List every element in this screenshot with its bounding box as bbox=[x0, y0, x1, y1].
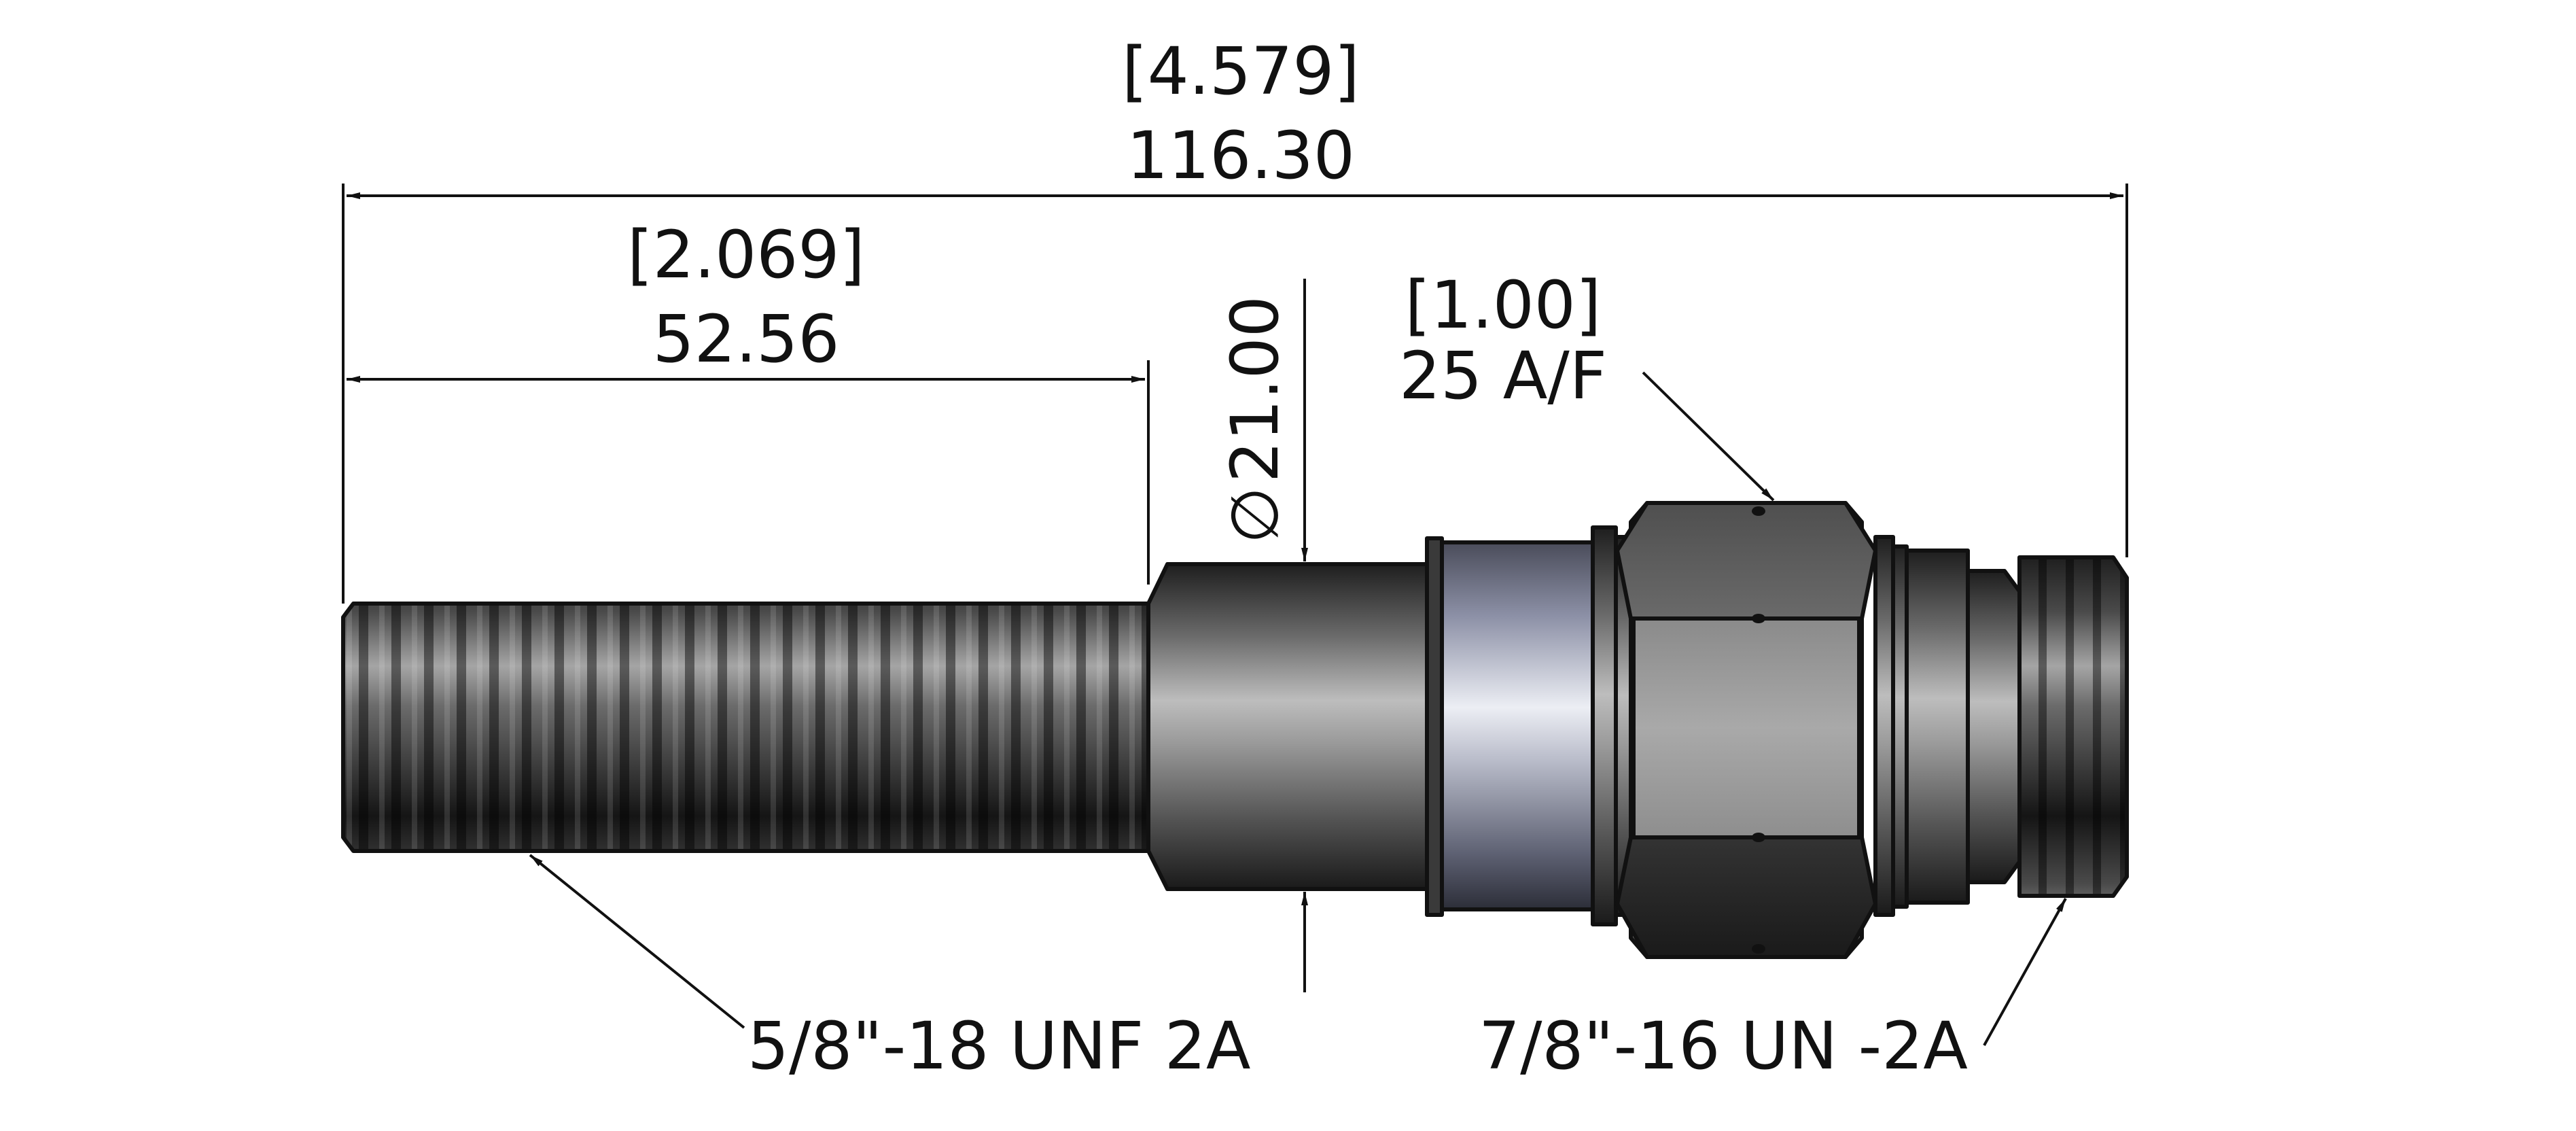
diameter-symbol: ∅ bbox=[1217, 487, 1293, 544]
overall-length-imperial: [4.579] bbox=[1122, 33, 1360, 109]
hex-marks bbox=[1752, 506, 1765, 954]
dimension-labels: [4.579] 116.30 [2.069] 52.56 ∅ 21.00 [1.… bbox=[627, 33, 1968, 1084]
undercut-neck bbox=[1966, 569, 2022, 884]
hex-leader bbox=[1642, 371, 1775, 502]
adapter-part bbox=[341, 501, 2129, 959]
hex-face-bottom bbox=[1615, 835, 1877, 959]
collar-ring-1 bbox=[1591, 525, 1618, 926]
thread-length-metric: 52.56 bbox=[653, 301, 840, 377]
polished-band bbox=[1440, 540, 1595, 911]
right-thread-leader bbox=[1983, 898, 2067, 1046]
dimension-lines bbox=[342, 184, 2128, 1046]
hex-size-metric: 25 A/F bbox=[1399, 338, 1607, 414]
collar-rim bbox=[1425, 536, 1444, 917]
left-thread-callout: 5/8"-18 UNF 2A bbox=[747, 1008, 1251, 1084]
right-shoulder bbox=[1905, 549, 1970, 905]
left-thread-leader bbox=[529, 854, 745, 1029]
hex-face-middle bbox=[1631, 616, 1861, 839]
hex-face-top bbox=[1615, 501, 1877, 621]
hex-size-imperial: [1.00] bbox=[1405, 267, 1602, 343]
left-threaded-stud bbox=[341, 602, 1150, 853]
diameter-metric: 21.00 bbox=[1217, 296, 1293, 483]
diameter-label: ∅ 21.00 bbox=[1217, 296, 1293, 544]
right-ring-1 bbox=[1873, 535, 1895, 917]
right-thread-callout: 7/8"-16 UN -2A bbox=[1479, 1008, 1968, 1084]
right-threaded-end bbox=[2017, 555, 2129, 898]
tapered-shank bbox=[1146, 562, 1429, 891]
thread-length-imperial: [2.069] bbox=[627, 217, 865, 293]
overall-length-metric: 116.30 bbox=[1127, 118, 1355, 194]
